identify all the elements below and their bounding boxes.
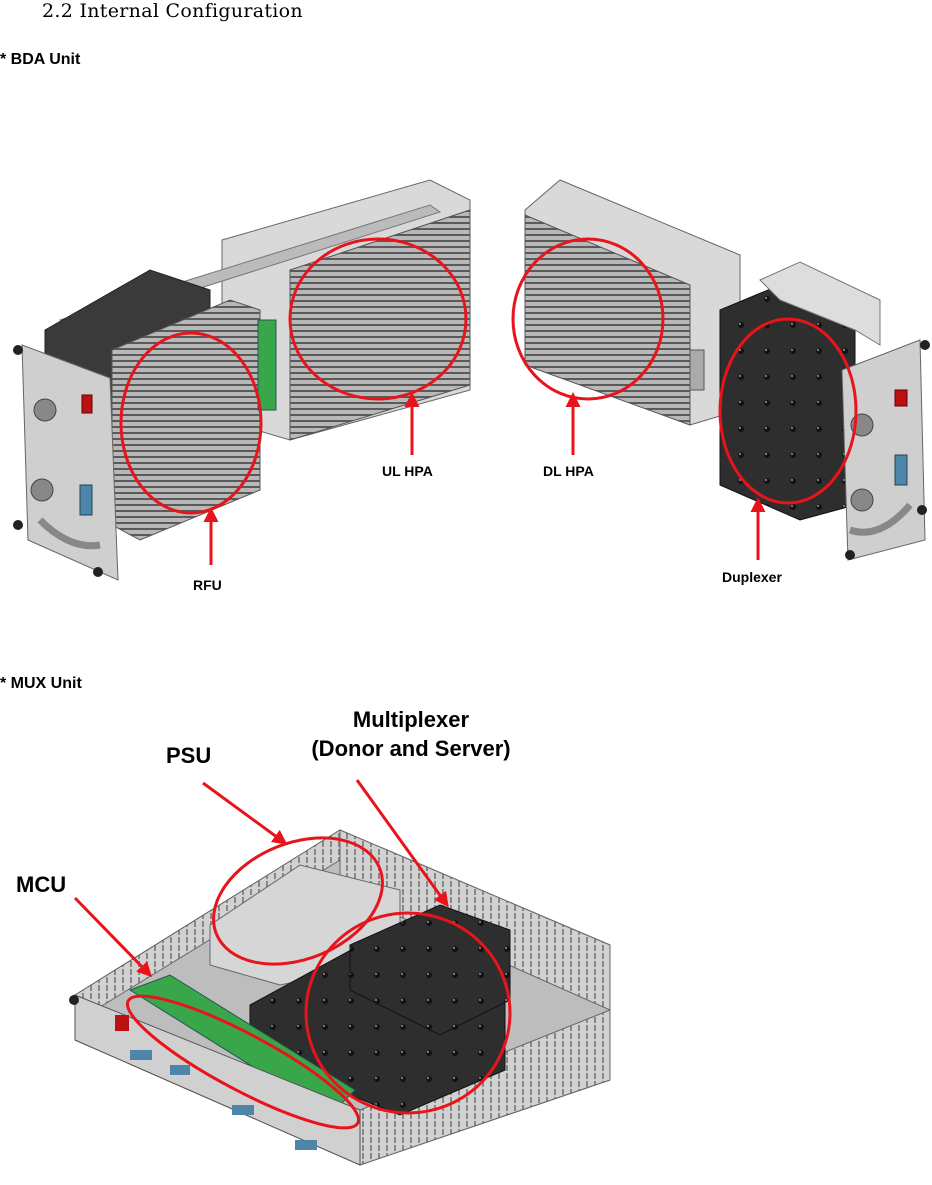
multiplexer-label-line2: (Donor and Server) (311, 736, 511, 761)
ul-hpa-label: UL HPA (382, 463, 433, 479)
multiplexer-label-line1: Multiplexer (352, 707, 470, 732)
mcu-label: MCU (16, 872, 67, 897)
section-heading: 2.2 Internal Configuration (42, 0, 303, 22)
mux-annotations (73, 779, 512, 1130)
bda-annotations (119, 237, 858, 565)
dl-hpa-label: DL HPA (543, 463, 594, 479)
psu-label: PSU (166, 743, 212, 768)
bda-right-unit (524, 179, 930, 561)
mux-unit-title: * MUX Unit (0, 675, 82, 692)
duplexer-label: Duplexer (722, 569, 782, 585)
bda-left-unit (13, 179, 471, 581)
rfu-label: RFU (193, 577, 222, 593)
bda-unit-title: * BDA Unit (0, 51, 81, 68)
mux-chassis (69, 829, 611, 1166)
